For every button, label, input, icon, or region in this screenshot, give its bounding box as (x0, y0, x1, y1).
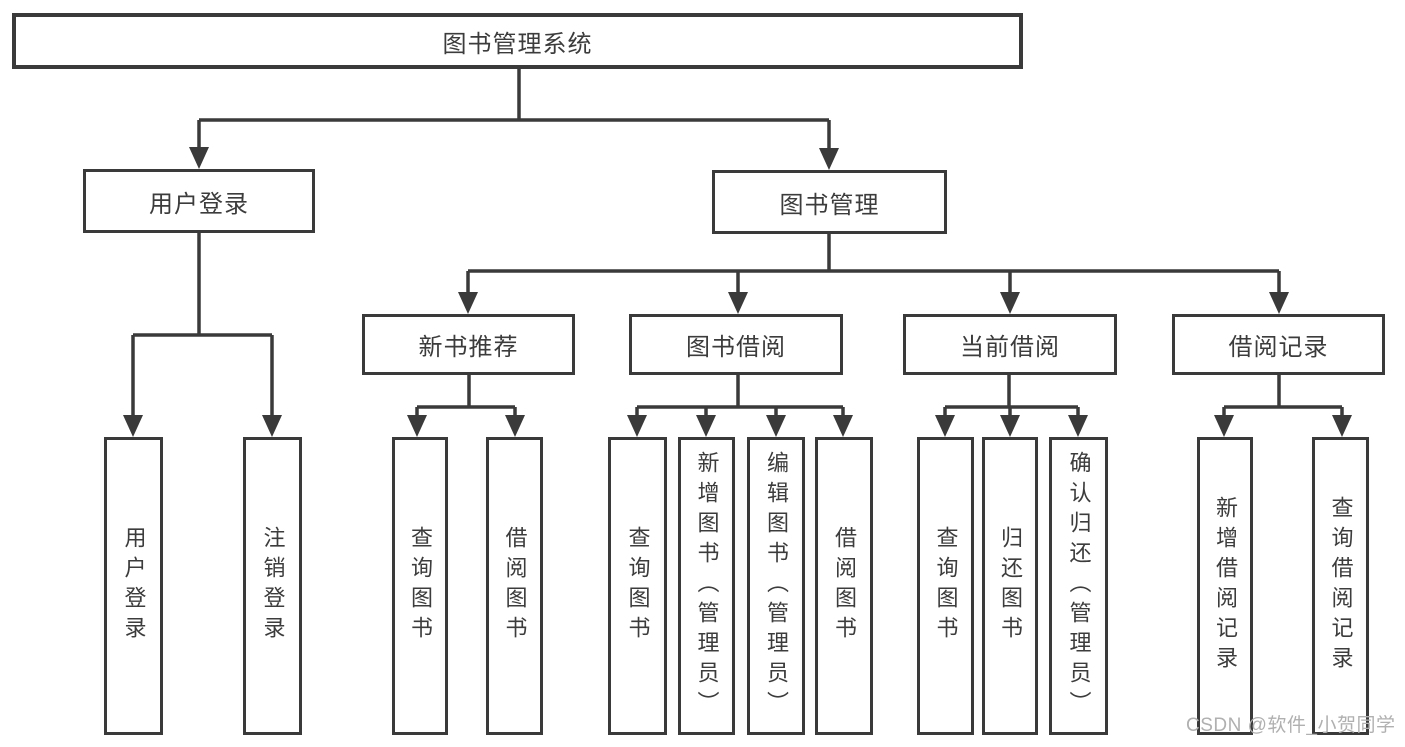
leaf-return-book: 归还图书 (982, 437, 1038, 735)
leaf-query-books-recommend: 查询图书 (392, 437, 448, 735)
node-book-management: 图书管理 (712, 170, 947, 234)
leaf-borrow-books-recommend: 借阅图书 (486, 437, 543, 735)
node-user-login: 用户登录 (83, 169, 315, 233)
leaf-query-books-borrowing: 查询图书 (608, 437, 667, 735)
leaf-borrow-books-borrowing: 借阅图书 (815, 437, 873, 735)
node-current-borrowing: 当前借阅 (903, 314, 1117, 375)
leaf-edit-book-admin: 编辑图书（管理员） (747, 437, 805, 735)
node-library-management-system: 图书管理系统 (12, 13, 1023, 69)
leaf-add-borrow-record: 新增借阅记录 (1197, 437, 1253, 735)
csdn-watermark: CSDN @软件_小贺同学 (1186, 715, 1396, 736)
leaf-confirm-return-admin: 确认归还（管理员） (1049, 437, 1108, 735)
leaf-query-books-current: 查询图书 (917, 437, 974, 735)
node-book-borrowing: 图书借阅 (629, 314, 843, 375)
node-borrowing-records: 借阅记录 (1172, 314, 1385, 375)
leaf-user-login: 用户登录 (104, 437, 163, 735)
leaf-query-borrow-record: 查询借阅记录 (1312, 437, 1369, 735)
leaf-logout: 注销登录 (243, 437, 302, 735)
node-new-book-recommend: 新书推荐 (362, 314, 575, 375)
leaf-add-book-admin: 新增图书（管理员） (678, 437, 735, 735)
arrowhead-icons (123, 147, 1352, 437)
